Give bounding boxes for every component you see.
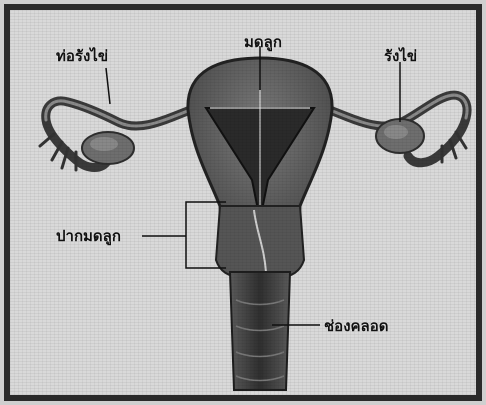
- diagram-frame: ท่อรังไข่ มดลูก รังไข่ ปากมดลูก ช่องคลอด: [4, 4, 482, 401]
- fallopian-tube-label: ท่อรังไข่: [56, 44, 108, 68]
- leader-line-fallopian-tube: [106, 68, 110, 104]
- uterus-label: มดลูก: [244, 30, 282, 54]
- vagina-label: ช่องคลอด: [324, 314, 389, 338]
- cervix-label: ปากมดลูก: [56, 224, 121, 248]
- ovary-label: รังไข่: [384, 44, 417, 68]
